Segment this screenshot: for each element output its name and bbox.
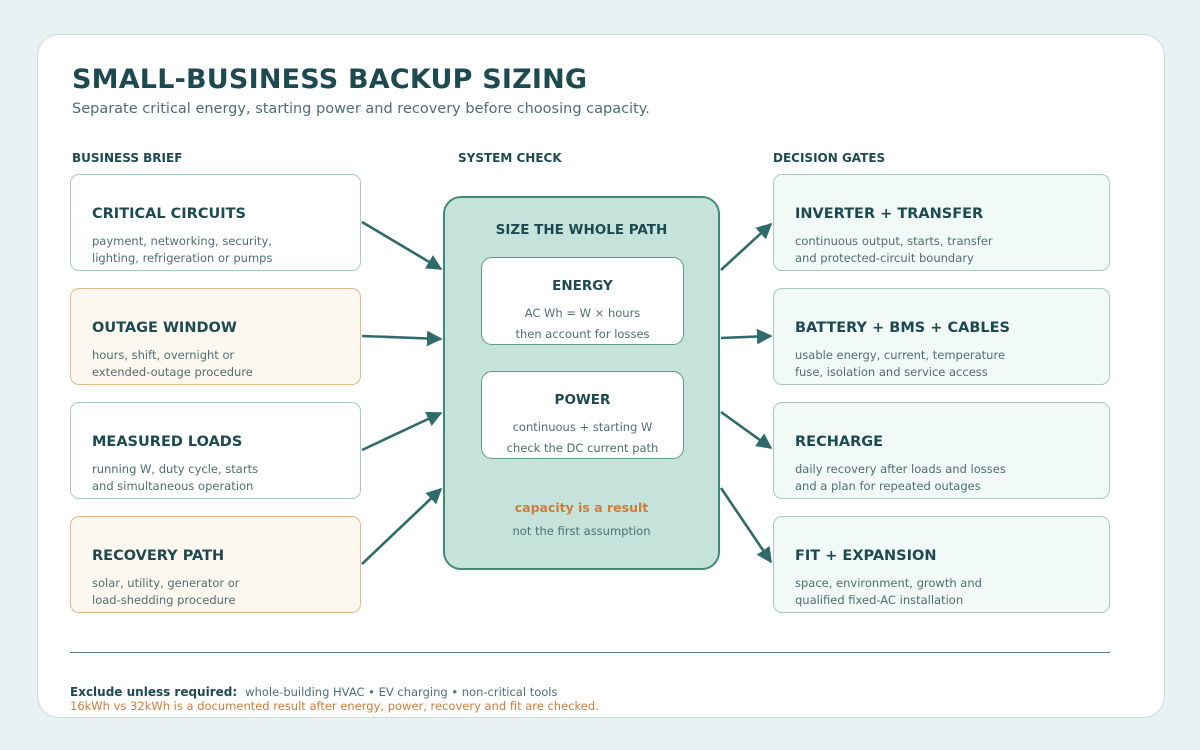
box-title: OUTAGE WINDOW — [92, 320, 237, 336]
box-title: BATTERY + BMS + CABLES — [795, 320, 1010, 336]
box-line: daily recovery after loads and losses — [795, 462, 1006, 476]
box-description: payment, networking, security, lighting,… — [92, 233, 272, 267]
brief-box-outage-window: OUTAGE WINDOW hours, shift, overnight or… — [70, 288, 361, 385]
column-heading-business-brief: BUSINESS BRIEF — [72, 151, 183, 165]
capacity-note-sub: not the first assumption — [512, 524, 651, 538]
power-line: continuous + starting W — [512, 420, 653, 434]
arrow-recovery-path-to-system — [361, 487, 443, 565]
box-line: and simultaneous operation — [92, 479, 254, 493]
box-line: load-shedding procedure — [92, 593, 236, 607]
box-line: and a plan for repeated outages — [795, 479, 981, 493]
gate-box-fit-expansion: FIT + EXPANSION space, environment, grow… — [773, 516, 1110, 613]
box-title: FIT + EXPANSION — [795, 548, 937, 564]
box-description: solar, utility, generator or load-sheddi… — [92, 575, 240, 609]
brief-box-critical-circuits: CRITICAL CIRCUITS payment, networking, s… — [70, 174, 361, 271]
system-check-panel: SIZE THE WHOLE PATH ENERGY AC Wh = W × h… — [443, 196, 720, 570]
box-line: solar, utility, generator or — [92, 576, 240, 590]
page-subtitle: Separate critical energy, starting power… — [72, 101, 650, 117]
arrow-measured-loads-to-system — [361, 411, 443, 452]
box-line: running W, duty cycle, starts — [92, 462, 259, 476]
exclusion-note: Exclude unless required: whole-building H… — [70, 685, 557, 699]
gate-box-battery-bms-cables: BATTERY + BMS + CABLES usable energy, cu… — [773, 288, 1110, 385]
box-line: and protected-circuit boundary — [795, 251, 974, 265]
energy-line: AC Wh = W × hours — [524, 306, 641, 320]
power-box: POWER continuous + starting W check the … — [481, 371, 684, 459]
arrow-outage-window-to-system — [361, 330, 443, 347]
power-title: POWER — [554, 392, 611, 408]
brief-box-measured-loads: MEASURED LOADS running W, duty cycle, st… — [70, 402, 361, 499]
energy-title: ENERGY — [552, 278, 613, 294]
box-description: daily recovery after loads and losses an… — [795, 461, 1006, 495]
system-check-title: SIZE THE WHOLE PATH — [495, 222, 668, 238]
result-note: 16kWh vs 32kWh is a documented result af… — [70, 699, 599, 713]
box-line: usable energy, current, temperature — [795, 348, 1006, 362]
box-description: running W, duty cycle, starts and simult… — [92, 461, 258, 495]
gate-box-inverter-transfer: INVERTER + TRANSFER continuous output, s… — [773, 174, 1110, 271]
power-line: check the DC current path — [506, 441, 659, 455]
column-heading-decision-gates: DECISION GATES — [773, 151, 886, 165]
power-description: continuous + starting W check the DC cur… — [482, 417, 683, 459]
box-line: hours, shift, overnight or — [92, 348, 235, 362]
box-title: INVERTER + TRANSFER — [795, 206, 984, 222]
brief-box-recovery-path: RECOVERY PATH solar, utility, generator … — [70, 516, 361, 613]
box-description: usable energy, current, temperature fuse… — [795, 347, 1005, 381]
capacity-note: capacity is a result — [514, 500, 649, 515]
arrow-system-to-battery-bms-cables — [720, 328, 773, 345]
box-description: continuous output, starts, transfer and … — [795, 233, 993, 267]
box-title: MEASURED LOADS — [92, 434, 243, 450]
arrow-system-to-recharge — [720, 410, 773, 450]
exclusion-label: Exclude unless required: — [70, 685, 238, 699]
box-line: extended-outage procedure — [92, 365, 253, 379]
arrow-critical-circuits-to-system — [361, 220, 443, 271]
box-title: RECOVERY PATH — [92, 548, 225, 564]
box-line: payment, networking, security, — [92, 234, 272, 248]
box-line: fuse, isolation and service access — [795, 365, 988, 379]
energy-description: AC Wh = W × hours then account for losse… — [482, 303, 683, 345]
exclusion-text: whole-building HVAC • EV charging • non-… — [245, 685, 558, 699]
column-heading-system-check: SYSTEM CHECK — [458, 151, 562, 165]
box-line: continuous output, starts, transfer — [795, 234, 993, 248]
box-title: RECHARGE — [795, 434, 884, 450]
energy-box: ENERGY AC Wh = W × hours then account fo… — [481, 257, 684, 345]
arrow-system-to-fit-expansion — [719, 487, 773, 564]
box-line: qualified fixed-AC installation — [795, 593, 964, 607]
box-title: CRITICAL CIRCUITS — [92, 206, 246, 222]
box-line: space, environment, growth and — [795, 576, 982, 590]
page-title: SMALL-BUSINESS BACKUP SIZING — [72, 64, 588, 95]
box-line: lighting, refrigeration or pumps — [92, 251, 273, 265]
energy-line: then account for losses — [515, 327, 650, 341]
box-description: space, environment, growth and qualified… — [795, 575, 982, 609]
box-description: hours, shift, overnight or extended-outa… — [92, 347, 253, 381]
arrow-system-to-inverter-transfer — [720, 222, 773, 271]
footer-divider — [70, 652, 1110, 653]
gate-box-recharge: RECHARGE daily recovery after loads and … — [773, 402, 1110, 499]
